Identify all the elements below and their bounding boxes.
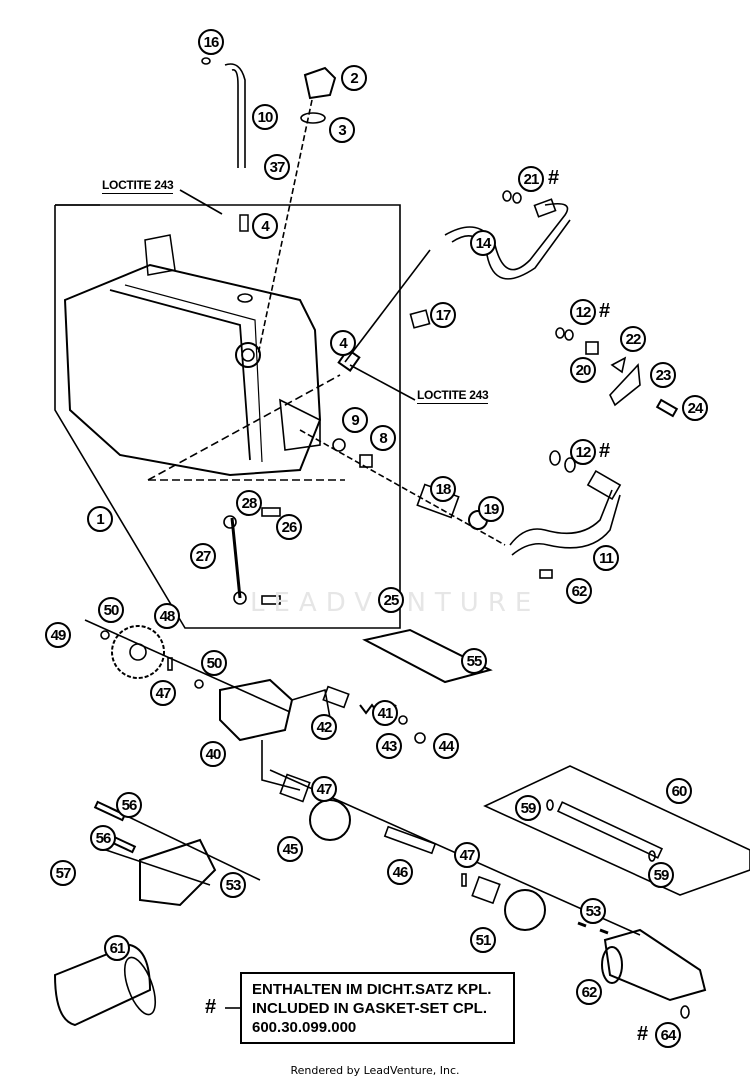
gasket-set-note: ENTHALTEN IM DICHT.SATZ KPL. INCLUDED IN… <box>240 972 515 1044</box>
note-line-2: INCLUDED IN GASKET-SET CPL. <box>252 1000 488 1017</box>
callout-59-top[interactable]: 59 <box>515 795 541 821</box>
callout-21[interactable]: 21 <box>518 166 544 192</box>
callout-57[interactable]: 57 <box>50 860 76 886</box>
callout-2[interactable]: 2 <box>341 65 367 91</box>
oil-tank <box>63 234 322 477</box>
callout-49[interactable]: 49 <box>45 622 71 648</box>
screen-plate <box>362 628 493 684</box>
gasket-set-marker-21: # <box>548 167 560 189</box>
callout-23[interactable]: 23 <box>650 362 676 388</box>
callout-14[interactable]: 14 <box>470 230 496 256</box>
callout-64[interactable]: 64 <box>655 1022 681 1048</box>
callout-60[interactable]: 60 <box>666 778 692 804</box>
pump-cover <box>219 678 294 742</box>
oil-pump-body <box>603 928 707 1002</box>
callout-22[interactable]: 22 <box>620 326 646 352</box>
callout-28[interactable]: 28 <box>236 490 262 516</box>
tank-group-outline <box>54 204 401 629</box>
callout-46[interactable]: 46 <box>387 859 413 885</box>
render-credit: Rendered by LeadVenture, Inc. <box>290 1064 460 1077</box>
pipe-group-outline <box>483 765 750 896</box>
loctite-243-label-right: LOCTITE 243 <box>417 388 489 404</box>
callout-20[interactable]: 20 <box>570 357 596 383</box>
callout-62-top[interactable]: 62 <box>566 578 592 604</box>
gasket-set-marker-12-bottom: # <box>599 440 611 462</box>
callout-1[interactable]: 1 <box>87 506 113 532</box>
callout-44[interactable]: 44 <box>433 733 459 759</box>
callout-61[interactable]: 61 <box>104 935 130 961</box>
callout-47-bottom[interactable]: 47 <box>454 842 480 868</box>
callout-59-bottom[interactable]: 59 <box>648 862 674 888</box>
callout-37[interactable]: 37 <box>264 154 290 180</box>
callout-3[interactable]: 3 <box>329 117 355 143</box>
callout-43[interactable]: 43 <box>376 733 402 759</box>
callout-4-top[interactable]: 4 <box>252 213 278 239</box>
callout-12-bottom[interactable]: 12 <box>570 439 596 465</box>
callout-4-right[interactable]: 4 <box>330 330 356 356</box>
oil-hose-11 <box>509 489 621 556</box>
callout-9[interactable]: 9 <box>342 407 368 433</box>
callout-25[interactable]: 25 <box>378 587 404 613</box>
callout-42[interactable]: 42 <box>311 714 337 740</box>
callout-51[interactable]: 51 <box>470 927 496 953</box>
callout-8[interactable]: 8 <box>370 425 396 451</box>
callout-41[interactable]: 41 <box>372 700 398 726</box>
callout-27[interactable]: 27 <box>190 543 216 569</box>
callout-53-left[interactable]: 53 <box>220 872 246 898</box>
sprocket <box>111 625 165 679</box>
pump-housing <box>139 838 217 907</box>
callout-40[interactable]: 40 <box>200 741 226 767</box>
gasket-set-marker-12-top: # <box>599 300 611 322</box>
callout-12-top[interactable]: 12 <box>570 299 596 325</box>
filler-cap <box>303 66 337 100</box>
callout-10[interactable]: 10 <box>252 104 278 130</box>
callout-55[interactable]: 55 <box>461 648 487 674</box>
callout-56-bottom[interactable]: 56 <box>90 825 116 851</box>
note-marker: # <box>205 996 217 1018</box>
callout-50-left[interactable]: 50 <box>98 597 124 623</box>
callout-11[interactable]: 11 <box>593 545 619 571</box>
callout-24[interactable]: 24 <box>682 395 708 421</box>
callout-56-top[interactable]: 56 <box>116 792 142 818</box>
callout-47-middle[interactable]: 47 <box>311 776 337 802</box>
note-line-1: ENTHALTEN IM DICHT.SATZ KPL. <box>252 981 492 998</box>
callout-47-top[interactable]: 47 <box>150 680 176 706</box>
callout-16[interactable]: 16 <box>198 29 224 55</box>
note-line-3: 600.30.099.000 <box>252 1019 357 1036</box>
callout-53-right[interactable]: 53 <box>580 898 606 924</box>
callout-26[interactable]: 26 <box>276 514 302 540</box>
gasket-set-marker-64: # <box>637 1023 649 1045</box>
callout-19[interactable]: 19 <box>478 496 504 522</box>
loctite-243-label-top: LOCTITE 243 <box>102 178 174 194</box>
callout-17[interactable]: 17 <box>430 302 456 328</box>
oil-hose-14 <box>444 202 571 280</box>
oil-filter <box>53 943 152 1027</box>
breather-hose <box>224 63 246 168</box>
callout-50-right[interactable]: 50 <box>201 650 227 676</box>
callout-48[interactable]: 48 <box>154 603 180 629</box>
callout-45[interactable]: 45 <box>277 836 303 862</box>
callout-62-bottom[interactable]: 62 <box>576 979 602 1005</box>
callout-18[interactable]: 18 <box>430 476 456 502</box>
